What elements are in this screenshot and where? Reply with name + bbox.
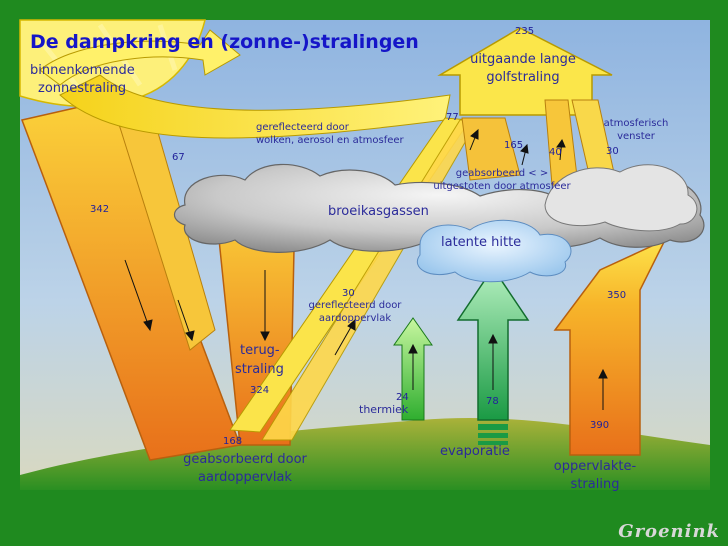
value-77: 77: [446, 112, 459, 123]
greenhouse-label: broeikasgassen: [328, 204, 429, 219]
value-390: 390: [590, 420, 610, 431]
evaporation-dash-1: [478, 424, 508, 430]
value-350: 350: [607, 290, 627, 301]
value-168: 168: [223, 436, 243, 447]
reflected-clouds-line2: wolken, aerosol en atmosfeer: [256, 135, 404, 146]
latent-heat-cloud: [417, 219, 572, 283]
reflected-arrow-top: [39, 29, 241, 86]
value-342: 342: [90, 204, 110, 215]
absorbed-surface-line2: aardoppervlak: [198, 470, 292, 485]
reflected-clouds-line1: gereflecteerd door: [256, 122, 349, 133]
window-label-line2: venster: [617, 131, 655, 142]
page-title: De dampkring en (zonne-)stralingen: [30, 31, 419, 53]
value-78: 78: [486, 396, 499, 407]
absorbed-atm-line1: geabsorbeerd < >: [455, 168, 549, 179]
value-165: 165: [504, 140, 524, 151]
brand-watermark: Groenink: [618, 521, 720, 542]
absorbed-surface-line1: geabsorbeerd door: [183, 452, 307, 467]
value-324: 324: [250, 385, 270, 396]
reflected-clouds-band: [59, 74, 451, 139]
reflected-surface-line1: gereflecteerd door: [308, 300, 402, 311]
cloud-puff-right: [544, 164, 698, 232]
latent-heat-label: latente hitte: [441, 235, 522, 250]
thermals-label: thermiek: [359, 403, 409, 416]
incoming-label-line2: zonnestraling: [38, 81, 127, 96]
outgoing-label-line2: golfstraling: [486, 70, 560, 85]
outgoing-label-line1: uitgaande lange: [470, 52, 576, 67]
back-radiation-line1: terug-: [240, 343, 280, 358]
surface-radiation-line1: oppervlakte-: [553, 459, 637, 474]
value-67: 67: [172, 152, 185, 163]
value-30-surface: 30: [342, 288, 355, 299]
window-label-line1: atmosferisch: [603, 118, 669, 129]
value-30-window: 30: [606, 146, 619, 157]
surface-radiation-line2: straling: [570, 477, 620, 492]
evaporation-label: evaporatie: [440, 444, 510, 459]
direction-markers: [124, 128, 608, 410]
evaporation-dash-3: [478, 441, 508, 445]
absorbed-atm-line2: uitgestoten door atmosfeer: [433, 181, 571, 192]
value-24: 24: [396, 392, 409, 403]
back-radiation-line2: straling: [235, 362, 284, 377]
value-40: 40: [549, 147, 562, 158]
evaporation-dash-2: [478, 433, 508, 438]
greenhouse-cloud: [173, 163, 705, 253]
incoming-label-line1: binnenkomende: [30, 63, 135, 78]
reflected-surface-line2: aardoppervlak: [318, 313, 392, 324]
surface-radiation-band: [553, 238, 667, 456]
value-235: 235: [515, 26, 535, 37]
ground: [20, 418, 710, 490]
